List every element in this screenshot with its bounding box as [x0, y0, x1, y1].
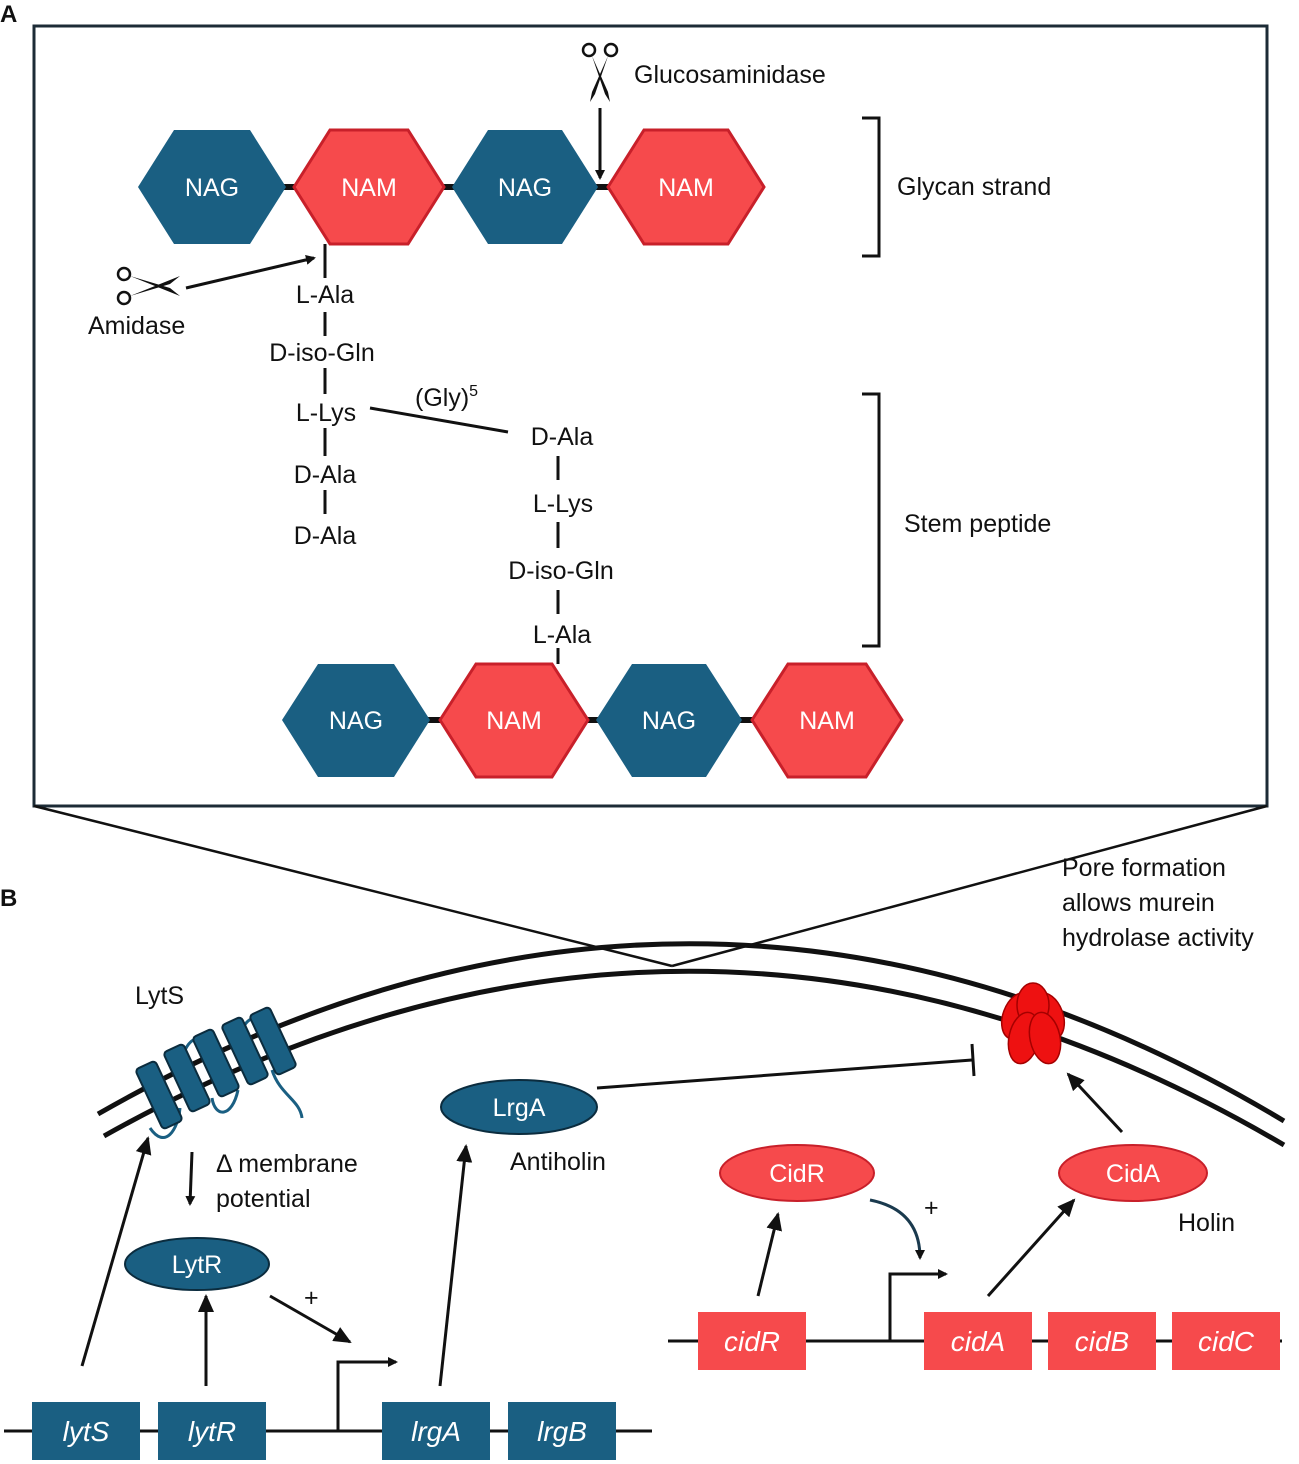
gene-label: lytR: [188, 1416, 236, 1447]
pore-label-line1: Pore formation: [1062, 854, 1226, 882]
gene-label: cidC: [1198, 1326, 1255, 1357]
inhibition-bar: [970, 1043, 976, 1077]
hexagon-nam: NAM: [606, 128, 766, 246]
bottom-glycan-strand: NAG NAM NAG NAM: [282, 662, 904, 779]
hexagon-label: NAG: [329, 707, 383, 735]
crosslink-bridge: [369, 406, 509, 434]
gene-label: lrgB: [537, 1416, 587, 1447]
crosslink-label: (Gly)5: [415, 383, 478, 412]
holin-pore-icon: [1000, 982, 1066, 1065]
holin-label: Holin: [1178, 1209, 1235, 1237]
hexagon-label: NAM: [658, 174, 714, 202]
lrga-inhibition-line: [596, 1058, 973, 1090]
gene-lytr: lytR: [158, 1402, 266, 1460]
cidr-plus-label: +: [924, 1194, 939, 1222]
amino-acid-label: L-Lys: [296, 399, 356, 427]
left-stem-peptide: L-Ala D-iso-Gln L-Lys D-Ala D-Ala: [269, 281, 375, 550]
amino-acid-label: L-Lys: [533, 490, 593, 518]
stem-peptide-bracket: [862, 392, 881, 648]
gene-cidb: cidB: [1048, 1312, 1156, 1370]
hexagon-nag: NAG: [138, 130, 286, 244]
panel-a-frame: [32, 24, 1269, 808]
lytr-plus-label: +: [304, 1284, 319, 1312]
hexagon-label: NAM: [486, 707, 542, 735]
glycan-strand-bracket: [862, 116, 881, 258]
cidr-activation-arrow: [869, 1198, 925, 1260]
zoom-line-left: [33, 804, 673, 968]
lrga-gene-to-protein-arrow: [438, 1144, 473, 1387]
hexagon-nam: NAM: [750, 662, 904, 779]
hexagon-label: NAG: [642, 707, 696, 735]
amino-acid-label: D-Ala: [294, 522, 357, 550]
amino-acid-label: L-Ala: [533, 621, 591, 649]
gene-label: lrgA: [411, 1416, 461, 1447]
pore-label-line2: allows murein: [1062, 889, 1215, 917]
gene-cidc: cidC: [1172, 1312, 1280, 1370]
hexagon-nam: NAM: [292, 128, 446, 246]
lrg-operon: lytS lytR lrgA lrgB: [32, 1402, 616, 1460]
cida-label: CidA: [1106, 1160, 1161, 1188]
gene-label: cidB: [1075, 1326, 1129, 1357]
hexagon-nag: NAG: [282, 664, 430, 777]
amino-acid-label: D-iso-Gln: [508, 557, 614, 585]
top-glycan-strand: NAG NAM NAG NAM: [138, 128, 766, 246]
zoom-line-right: [671, 804, 1268, 968]
lytr-protein: LytR: [124, 1237, 270, 1291]
gene-label: cidR: [724, 1326, 780, 1357]
cid-promoter-arrow: [888, 1269, 948, 1341]
lrga-protein: LrgA: [440, 1079, 598, 1135]
cida-protein: CidA: [1058, 1144, 1208, 1202]
cidr-gene-to-protein-arrow: [756, 1212, 782, 1297]
antiholin-label: Antiholin: [510, 1148, 606, 1176]
gene-lrga: lrgA: [382, 1402, 490, 1460]
amidase-label: Amidase: [88, 312, 185, 340]
hexagon-nag: NAG: [452, 130, 598, 244]
hexagon-label: NAM: [799, 707, 855, 735]
lrga-label: LrgA: [493, 1094, 546, 1122]
stem-peptide-label: Stem peptide: [904, 510, 1051, 538]
gene-lyts: lytS: [32, 1402, 140, 1460]
hexagon-nam: NAM: [438, 662, 590, 779]
cidr-protein: CidR: [719, 1144, 875, 1202]
crosslink-text: (Gly): [415, 384, 469, 412]
glucosaminidase-label: Glucosaminidase: [634, 61, 826, 89]
gene-lrgb: lrgB: [508, 1402, 616, 1460]
panel-a-letter: A: [0, 1, 17, 28]
gene-cida: cidA: [924, 1312, 1032, 1370]
lytr-label: LytR: [172, 1251, 222, 1279]
gene-cidr: cidR: [698, 1312, 806, 1370]
delta-label-line2: potential: [216, 1185, 311, 1213]
lyts-transmembrane-icon: [135, 1006, 304, 1139]
lyts-label: LytS: [135, 982, 184, 1010]
cidr-label: CidR: [769, 1160, 825, 1188]
panel-b-letter: B: [0, 885, 17, 912]
scissors-icon: [116, 266, 180, 306]
pore-label-line3: hydrolase activity: [1062, 924, 1254, 952]
amino-acid-label: D-Ala: [531, 423, 594, 451]
gene-label: cidA: [951, 1326, 1005, 1357]
gene-label: lytS: [63, 1416, 110, 1447]
lytr-activation-arrow: [269, 1294, 352, 1344]
lyts-to-lytr-arrow: [185, 1151, 196, 1206]
scissors-icon: [581, 42, 619, 102]
glycan-strand-label: Glycan strand: [897, 173, 1051, 201]
cid-operon: cidR cidA cidB cidC: [698, 1312, 1280, 1370]
crosslink-superscript: 5: [469, 383, 478, 400]
hexagon-label: NAM: [341, 174, 397, 202]
amino-acid-label: D-iso-Gln: [269, 339, 375, 367]
delta-label-line1: Δ membrane: [216, 1150, 358, 1178]
hexagon-label: NAG: [498, 174, 552, 202]
lyts-gene-to-protein-arrow: [80, 1136, 152, 1367]
lrg-promoter-arrow: [336, 1357, 398, 1431]
cida-gene-to-protein-arrow: [986, 1198, 1076, 1298]
cida-to-pore-arrow: [1066, 1072, 1124, 1134]
hexagon-label: NAG: [185, 174, 239, 202]
amino-acid-label: L-Ala: [296, 281, 354, 309]
right-stem-peptide: D-Ala L-Lys D-iso-Gln L-Ala: [508, 423, 614, 649]
hexagon-nag: NAG: [596, 664, 742, 777]
amidase-arrow: [185, 254, 316, 290]
amino-acid-label: D-Ala: [294, 461, 357, 489]
